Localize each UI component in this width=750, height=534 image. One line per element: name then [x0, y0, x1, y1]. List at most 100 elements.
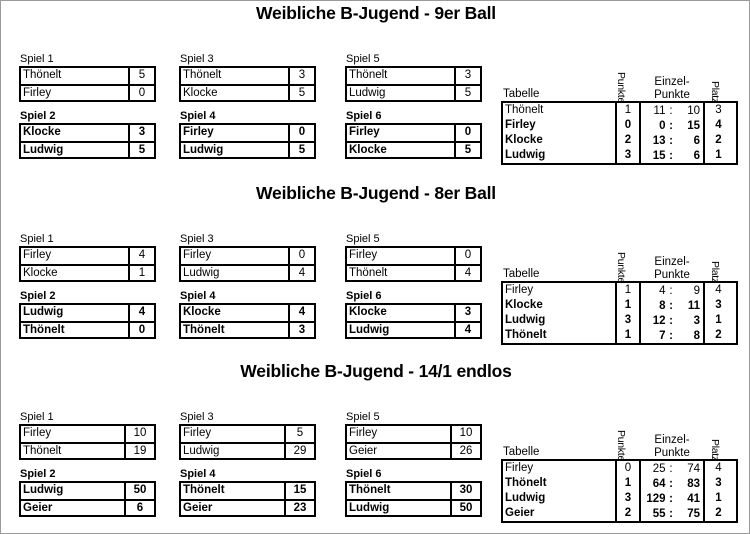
match-label: Spiel 5 [346, 411, 380, 423]
match-row: Ludwig 5 [181, 141, 314, 157]
match-team-name: Klocke [23, 267, 58, 279]
match-score-value: 0 [128, 323, 154, 337]
match-score-value: 5 [288, 143, 314, 157]
match-score-value: 5 [454, 143, 480, 157]
match-team-name: Ludwig [183, 445, 220, 457]
einzelpunkte-separator: : [669, 149, 673, 162]
match-team-name: Klocke [183, 306, 221, 318]
match-score-value: 15 [284, 483, 314, 499]
standings-team-name: Klocke [505, 299, 543, 311]
match-score-value: 5 [284, 426, 314, 442]
match-label: Spiel 6 [346, 290, 382, 302]
standings-title-label: Tabelle [503, 446, 540, 458]
standings-team-name: Firley [505, 284, 534, 296]
standings-title-label: Tabelle [503, 88, 540, 100]
match-team-name: Ludwig [23, 484, 64, 496]
match-label: Spiel 3 [180, 411, 214, 423]
match-score-value: 4 [288, 266, 314, 280]
standings-punkte: 0 [615, 118, 639, 133]
einzelpunkte-for: 8 [659, 299, 666, 312]
standings-punkte: 1 [615, 476, 639, 491]
match-score-value: 5 [454, 86, 480, 100]
match-score-value: 3 [288, 323, 314, 337]
einzelpunkte-against: 8 [693, 329, 700, 342]
einzelpunkte-separator: : [669, 104, 673, 117]
match-label: Spiel 5 [346, 53, 380, 65]
column-header-platz: Platz [709, 439, 721, 461]
match-team-name: Ludwig [23, 306, 64, 318]
match-label: Spiel 6 [346, 110, 382, 122]
einzel-line2: Punkte [654, 447, 690, 459]
einzel-line2: Punkte [654, 89, 690, 101]
einzelpunkte-for: 12 [652, 314, 666, 327]
match-score-value: 26 [450, 444, 480, 458]
match-team-name: Klocke [349, 144, 387, 156]
match-label: Spiel 4 [180, 290, 216, 302]
match-score-value: 3 [288, 68, 314, 84]
match-label: Spiel 3 [180, 53, 214, 65]
match-team-name: Ludwig [349, 87, 386, 99]
match-label: Spiel 5 [346, 233, 380, 245]
column-header-punkte: Punkte [615, 430, 627, 461]
match-team-name: Ludwig [183, 144, 224, 156]
einzelpunkte-for: 13 [652, 134, 666, 147]
match-score-value: 5 [128, 143, 154, 157]
match-team-name: Geier [183, 502, 213, 514]
match-score-value: 10 [124, 426, 154, 442]
einzel-line2: Punkte [654, 269, 690, 281]
match-team-name: Firley [23, 427, 52, 439]
match-team-name: Klocke [183, 87, 218, 99]
match-row: Klocke 5 [181, 84, 314, 100]
standings-einzelpunkte: 25:74 [639, 461, 703, 476]
standings-team-name: Klocke [505, 134, 543, 146]
match-score-value: 4 [128, 248, 154, 264]
match-score-value: 5 [288, 86, 314, 100]
match-score-value: 4 [454, 323, 480, 337]
match-team-name: Thönelt [349, 69, 388, 81]
standings-platz: 4 [703, 118, 732, 133]
standings-einzelpunkte: 11:10 [639, 103, 703, 118]
einzelpunkte-for: 0 [659, 119, 666, 132]
match-score-value: 50 [124, 483, 154, 499]
match-team-name: Ludwig [349, 324, 390, 336]
column-header-einzel-punkte: Einzel-Punkte [639, 76, 705, 102]
einzelpunkte-against: 74 [687, 462, 700, 475]
match-team-name: Klocke [349, 306, 387, 318]
standings-team-name: Ludwig [505, 492, 546, 504]
einzelpunkte-separator: : [669, 299, 673, 312]
match-team-name: Thönelt [349, 484, 391, 496]
match-team-name: Thönelt [349, 267, 388, 279]
standings-einzelpunkte: 4:9 [639, 283, 703, 298]
einzelpunkte-against: 83 [687, 477, 700, 490]
match-label: Spiel 2 [20, 290, 56, 302]
